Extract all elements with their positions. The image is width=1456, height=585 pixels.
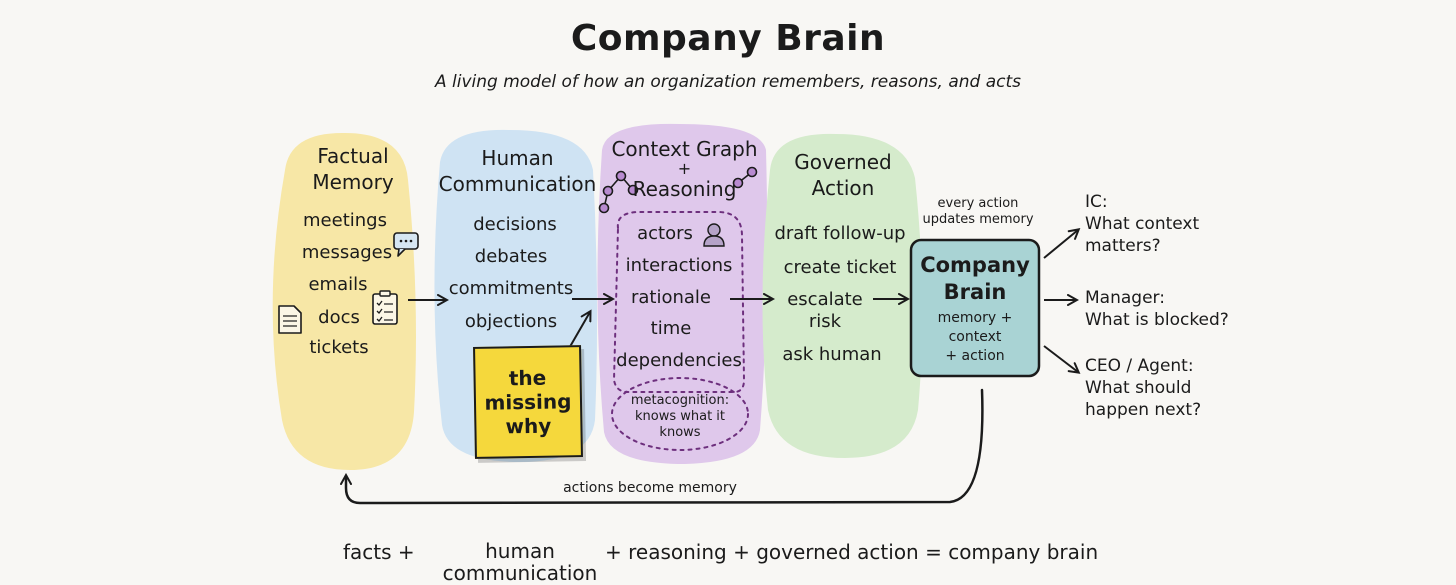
sticky-note: the missing why	[473, 345, 583, 459]
human-item: decisions	[473, 214, 557, 235]
human-item: debates	[474, 246, 548, 267]
arrow-to-ceo	[1043, 345, 1078, 372]
context-item: actors	[637, 223, 693, 244]
context-graph-title: Context Graph + Reasoning	[611, 137, 758, 201]
governed-item: risk	[808, 311, 842, 332]
factual-item: docs	[318, 307, 360, 328]
context-item: time	[650, 318, 692, 339]
metacognition-dotted-outline	[611, 377, 749, 451]
context-item: dependencies	[616, 350, 742, 371]
governed-action-blob	[762, 133, 923, 458]
feedback-loop-arrow	[346, 388, 984, 505]
company-brain-box	[909, 238, 1041, 378]
factual-item: messages	[301, 242, 393, 263]
page-subtitle: A living model of how an organization re…	[434, 72, 1021, 92]
output-ic: IC: What context matters?	[1085, 192, 1200, 256]
output-ceo-agent: CEO / Agent: What should happen next?	[1085, 356, 1202, 420]
output-manager: Manager: What is blocked?	[1085, 288, 1229, 330]
factual-item: tickets	[309, 337, 369, 358]
checklist-icon	[372, 290, 398, 325]
metacognition-note: metacognition: knows what it knows	[630, 393, 730, 440]
governed-item: ask human	[782, 344, 882, 365]
human-item: objections	[464, 311, 558, 332]
company-brain-label: Company Brain memory + context + action	[920, 253, 1030, 364]
factual-item: emails	[308, 274, 368, 295]
arrow-to-ic	[1043, 230, 1078, 259]
context-graph-blob	[597, 123, 768, 464]
graph-node-icon-left	[598, 170, 639, 214]
feedback-label: actions become memory	[563, 480, 737, 496]
document-icon	[278, 305, 302, 334]
human-item: commitments	[448, 278, 574, 299]
person-icon	[703, 223, 725, 247]
factual-memory-blob	[272, 132, 416, 470]
governed-action-title: Governed Action	[794, 150, 892, 200]
page-title: Company Brain	[570, 18, 886, 59]
equation-facts: facts +	[343, 540, 415, 564]
governed-item: draft follow-up	[774, 223, 906, 244]
context-item: rationale	[630, 287, 711, 308]
update-memory-note: every action updates memory	[922, 196, 1034, 227]
governed-item: escalate	[787, 289, 863, 310]
equation-rest: + reasoning + governed action = company …	[605, 540, 1099, 564]
factual-item: meetings	[303, 210, 387, 231]
human-communication-title: Human Communication	[438, 146, 597, 196]
governed-item: create ticket	[783, 257, 897, 278]
factual-memory-title: Factual Memory	[312, 144, 394, 194]
equation-human-communication: human communication	[442, 539, 598, 585]
chat-bubble-icon	[393, 232, 419, 257]
context-item: interactions	[625, 255, 733, 276]
graph-node-icon-right	[732, 166, 758, 189]
